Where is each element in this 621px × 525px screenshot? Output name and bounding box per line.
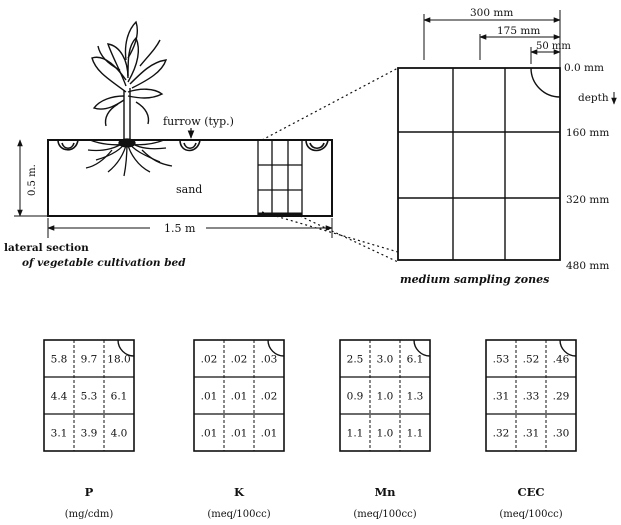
- table-cell: 3.0: [377, 354, 394, 366]
- table-p: 5.8 9.7 18.0 4.4 5.3 6.1 3.1 3.9 4.0P (mg/cdm): [43, 339, 135, 520]
- root-system: [85, 138, 173, 177]
- table-cell: .33: [523, 391, 540, 403]
- table-cell: 1.1: [407, 428, 424, 440]
- width-label: 1.5 m: [164, 222, 196, 235]
- table-cell: .31: [493, 391, 510, 403]
- depth-word: depth: [578, 92, 609, 104]
- table-cell: .30: [553, 428, 570, 440]
- table-cell: 4.4: [51, 391, 68, 403]
- table-cell: .31: [523, 428, 540, 440]
- depth-label-480: 480 mm: [566, 260, 609, 272]
- table-unit: (meq/100cc): [207, 509, 270, 520]
- nutrient-tables: 5.8 9.7 18.0 4.4 5.3 6.1 3.1 3.9 4.0P (mg/cdm) .02…: [43, 339, 577, 520]
- table-cell: 4.0: [111, 428, 128, 440]
- height-label: 0.5 m.: [27, 164, 38, 196]
- table-outline: [193, 339, 285, 452]
- table-cell: .03: [261, 354, 278, 366]
- table-cell: 1.1: [347, 428, 364, 440]
- table-cell: 1.0: [377, 391, 394, 403]
- sand-label: sand: [176, 183, 202, 196]
- zone-caption: medium sampling zones: [400, 273, 549, 286]
- table-unit: (meq/100cc): [499, 509, 562, 520]
- zone-grid-outline: [397, 67, 561, 261]
- table-cell: .02: [261, 391, 278, 403]
- corner-arc: [530, 67, 561, 98]
- table-cell: 6.1: [111, 391, 128, 403]
- table-corner-arc: [559, 339, 577, 357]
- furrows: [57, 139, 329, 152]
- table-cell: 1.0: [377, 428, 394, 440]
- table-cell: 3.9: [81, 428, 98, 440]
- table-cell: 3.1: [51, 428, 68, 440]
- table-mn: 2.5 3.0 6.1 0.9 1.0 1.3 1.1 1.0 1.1Mn (meq/100cc): [339, 339, 431, 520]
- depth-label-160: 160 mm: [566, 127, 609, 139]
- table-corner-arc: [267, 339, 285, 357]
- table-cell: 0.9: [347, 391, 364, 403]
- table-cell: 5.8: [51, 354, 68, 366]
- table-cell: 18.0: [107, 354, 130, 366]
- table-cell: .01: [201, 391, 218, 403]
- table-cell: .01: [261, 428, 278, 440]
- table-cell: .46: [553, 354, 570, 366]
- projection-lines: [261, 67, 399, 263]
- table-outline: [43, 339, 135, 452]
- table-cell: 5.3: [81, 391, 98, 403]
- table-cell: 9.7: [81, 354, 98, 366]
- bed-caption-line2: of vegetable cultivation bed: [22, 257, 186, 269]
- furrow-label: furrow (typ.): [163, 115, 234, 128]
- width-label-175: 175 mm: [497, 25, 540, 37]
- bed-sampling-grid: [257, 139, 303, 217]
- table-cell: .01: [231, 391, 248, 403]
- table-cell: .01: [231, 428, 248, 440]
- depth-label-320: 320 mm: [566, 194, 609, 206]
- width-label-50: 50 mm: [536, 41, 571, 52]
- table-cell: .02: [231, 354, 248, 366]
- table-cell: 1.3: [407, 391, 424, 403]
- table-unit: (meq/100cc): [353, 509, 416, 520]
- table-title: P: [85, 485, 94, 499]
- table-unit: (mg/cdm): [65, 509, 114, 520]
- bed-outline: [47, 139, 333, 217]
- sampling-zone-detail: 300 mm 175 mm 50 mm 0.0 mm depth 160 mm …: [397, 7, 617, 286]
- table-cell: .32: [493, 428, 510, 440]
- table-cell: .53: [493, 354, 510, 366]
- table-corner-arc: [413, 339, 431, 357]
- table-corner-arc: [117, 339, 135, 357]
- table-cell: .29: [553, 391, 570, 403]
- depth-label-0: 0.0 mm: [564, 62, 604, 74]
- table-outline: [339, 339, 431, 452]
- bed-caption-line1: lateral section: [4, 242, 89, 254]
- table-cell: .02: [201, 354, 218, 366]
- table-title: CEC: [517, 485, 544, 499]
- zone-width-dimensions: [423, 10, 561, 68]
- width-dimension: 1.5 m: [47, 218, 333, 238]
- height-dimension: 0.5 m.: [14, 139, 48, 217]
- plant-illustration: [91, 20, 168, 140]
- table-k: .02 .02 .03 .01 .01 .02 .01 .01 .01K (meq/100cc): [193, 339, 285, 520]
- table-cell: .52: [523, 354, 540, 366]
- table-title: K: [234, 485, 245, 499]
- width-label-300: 300 mm: [470, 7, 513, 19]
- table-cell: 2.5: [347, 354, 364, 366]
- table-cell: 6.1: [407, 354, 424, 366]
- cultivation-bed-section: furrow (typ.) sand 0.5 m. 1.5 m lateral …: [4, 20, 333, 269]
- table-cell: .01: [201, 428, 218, 440]
- table-title: Mn: [374, 485, 396, 499]
- table-outline: [485, 339, 577, 452]
